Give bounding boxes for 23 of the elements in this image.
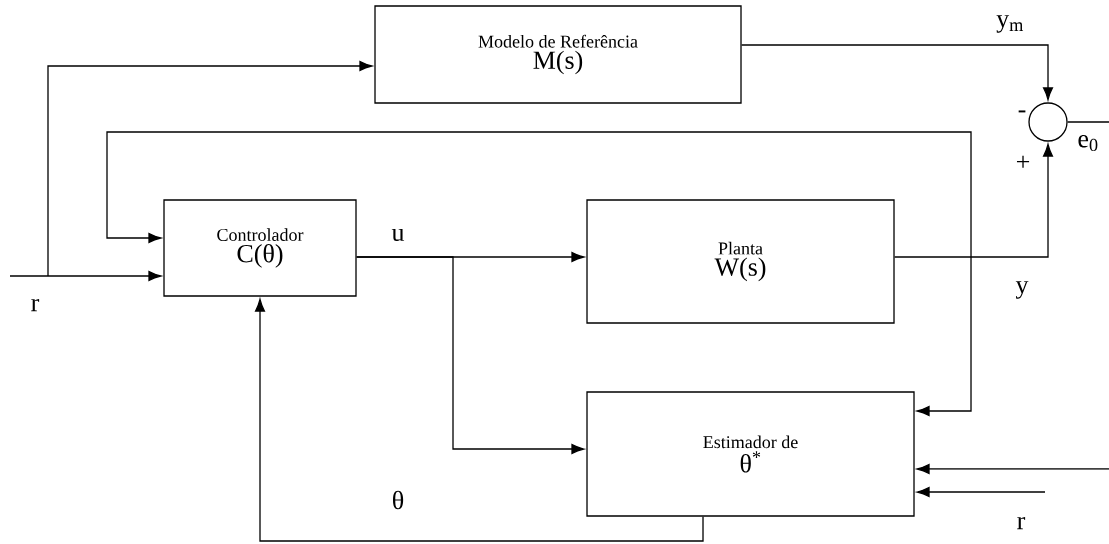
edge-label: θ <box>390 489 406 511</box>
sign-label: - <box>1018 110 1026 113</box>
edge-label: u <box>390 227 406 243</box>
edge-label: y$_{m}$ <box>995 14 1025 34</box>
block-box: Modelo de Referência M(s) <box>374 5 742 104</box>
block-box: Estimador de θ$^{*}$ <box>586 391 915 517</box>
block-box: Planta W(s) <box>586 199 895 324</box>
edge-label: r <box>29 297 41 313</box>
arrow <box>916 463 1109 475</box>
arrow <box>356 256 585 455</box>
edge-label: e$_{0}$ <box>1076 133 1100 153</box>
sign-label: + <box>1017 155 1030 168</box>
block-box: Controlador C(θ) <box>163 199 357 297</box>
edge-label: r <box>1015 515 1027 531</box>
arrow <box>9 270 162 282</box>
arrow <box>894 143 1054 258</box>
arrow <box>106 131 972 417</box>
arrow <box>47 60 373 277</box>
arrow <box>916 486 1046 498</box>
summing-junction <box>1028 102 1068 142</box>
arrow <box>741 44 1054 101</box>
edge-label: y <box>1014 280 1030 300</box>
arrow <box>254 298 704 542</box>
